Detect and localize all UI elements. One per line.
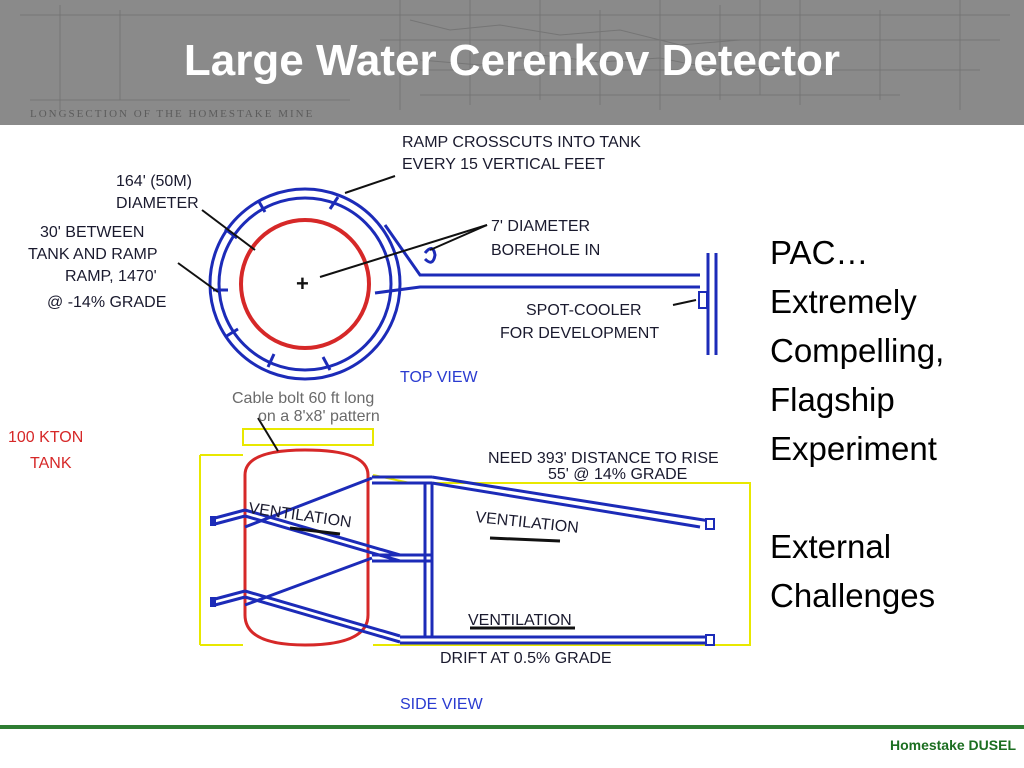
assessment-line-experiment: Experiment [770, 430, 937, 467]
assessment-line-flagship: Flagship [770, 381, 895, 418]
borehole-label-1: 7' DIAMETER [491, 218, 590, 235]
tank-capacity-label-2: TANK [30, 455, 72, 472]
spot-cooler-box [698, 291, 708, 309]
slide-title: Large Water Cerenkov Detector [183, 36, 841, 85]
ramp-crosscuts [213, 196, 340, 371]
ventilation-label-drift: VENTILATION [468, 612, 572, 629]
ramp-crosscuts-label-2: EVERY 15 VERTICAL FEET [402, 156, 605, 173]
drift-end [705, 634, 715, 646]
borehole-loop [423, 247, 437, 264]
diameter-label-1: 164' (50M) [116, 173, 192, 190]
ramp-inner-ring [217, 196, 393, 372]
portal-upper [210, 516, 216, 526]
mine-section-background [20, 0, 1010, 110]
cable-bolt-leader [257, 417, 279, 452]
rise-distance-label-1: NEED 393' DISTANCE TO RISE [488, 450, 719, 467]
between-label-1: 30' BETWEEN [40, 224, 144, 241]
footer-label: Homestake DUSEL [889, 737, 1016, 753]
ramp-crosscuts-label-1: RAMP CROSSCUTS INTO TANK [402, 134, 641, 151]
side-tunnels [214, 475, 712, 645]
tank-top-outline [239, 218, 371, 350]
assessment-line-compelling: Compelling, [770, 332, 945, 369]
assessment-line-extremely: Extremely [770, 283, 917, 320]
title-banner: LONGSECTION OF THE HOMESTAKE MINE Large … [0, 0, 1024, 125]
pac-line: PAC… [770, 234, 869, 271]
challenges-line-challenges: Challenges [770, 577, 936, 614]
side-view-label: SIDE VIEW [400, 696, 484, 713]
spot-cooler-label-2: FOR DEVELOPMENT [500, 325, 659, 342]
challenges-line-external: External [770, 528, 892, 565]
drift-grade-label: DRIFT AT 0.5% GRADE [440, 650, 612, 667]
portal-lower [210, 597, 216, 607]
ventilation-label-rise: VENTILATION [475, 509, 580, 537]
tank-capacity-label-1: 100 KTON [8, 429, 83, 446]
access-drift-lower [374, 285, 700, 295]
top-view-label: TOP VIEW [400, 369, 479, 386]
pac-assessment: PAC… Extremely Compelling, Flagship Expe… [770, 228, 944, 620]
header-caption: LONGSECTION OF THE HOMESTAKE MINE [30, 108, 315, 120]
ramp-label-1: RAMP, 1470' [65, 268, 157, 285]
access-drift-upper [383, 224, 700, 277]
spacer [770, 473, 944, 522]
excavation-envelope [199, 428, 751, 646]
diameter-label-2: DIAMETER [116, 195, 199, 212]
rise-end [705, 518, 715, 530]
spot-cooler-label-1: SPOT-COOLER [526, 302, 642, 319]
tank-side-outline [243, 448, 370, 647]
ramp-outer-ring [208, 187, 402, 381]
top-view-leaders [177, 175, 697, 306]
between-label-2: TANK AND RAMP [28, 246, 158, 263]
side-view: Cable bolt 60 ft long on a 8'x8' pattern… [8, 390, 751, 713]
cable-bolt-label-1: Cable bolt 60 ft long [232, 390, 374, 407]
footer-rule [0, 725, 1024, 729]
ventilation-marks [289, 526, 575, 630]
borehole-label-2: BOREHOLE IN [491, 242, 600, 259]
detector-diagram: + RAMP CROSSCUTS INTO TANK EVERY 15 VERT… [8, 134, 751, 713]
rise-distance-label-2: 55' @ 14% GRADE [548, 466, 687, 483]
top-view: + RAMP CROSSCUTS INTO TANK EVERY 15 VERT… [28, 134, 718, 386]
tank-center-mark: + [296, 271, 309, 296]
ramp-label-2: @ -14% GRADE [47, 294, 166, 311]
cable-bolt-label-2: on a 8'x8' pattern [258, 408, 380, 425]
